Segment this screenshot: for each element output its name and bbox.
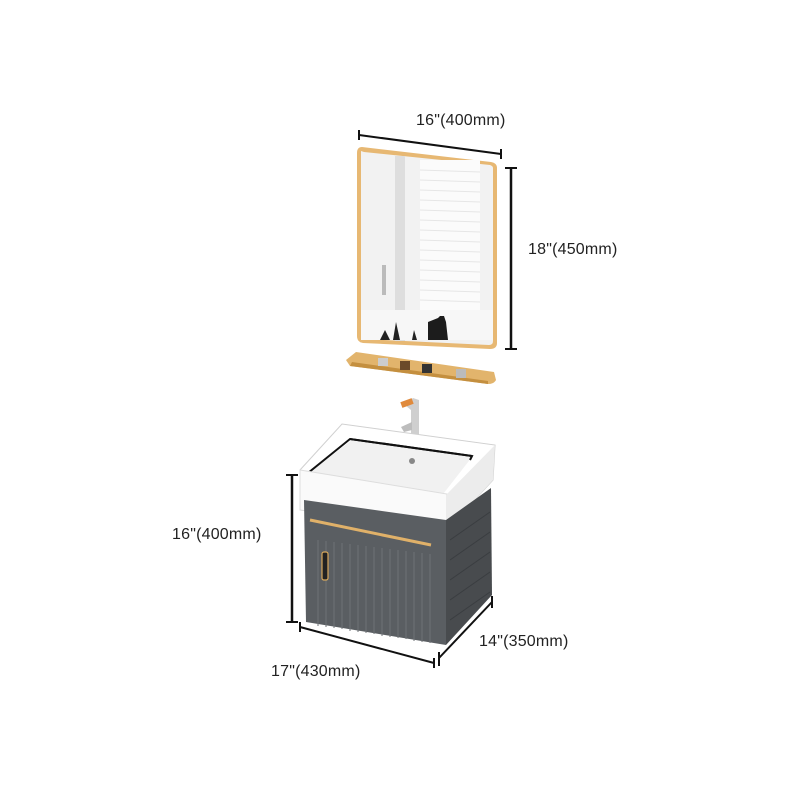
mirror-height-label: 18"(450mm): [528, 241, 618, 258]
cabinet: [304, 488, 492, 645]
cabinet-depth-label: 14"(350mm): [479, 633, 569, 650]
cabinet-width-label: 17"(430mm): [271, 663, 361, 680]
mirror-height-dimension-line: [505, 167, 517, 350]
mirror-width-label: 16"(400mm): [416, 112, 506, 129]
cabinet-width-dimension-line: [299, 622, 435, 668]
cabinet-depth-dimension-line: [438, 596, 493, 666]
mirror: [357, 147, 497, 349]
cabinet-height-dimension-line: [286, 474, 298, 623]
mirror-width-dimension-line: [358, 130, 502, 159]
shelf: [346, 352, 496, 384]
basin: [299, 423, 496, 531]
cabinet-height-label: 16"(400mm): [172, 526, 262, 543]
